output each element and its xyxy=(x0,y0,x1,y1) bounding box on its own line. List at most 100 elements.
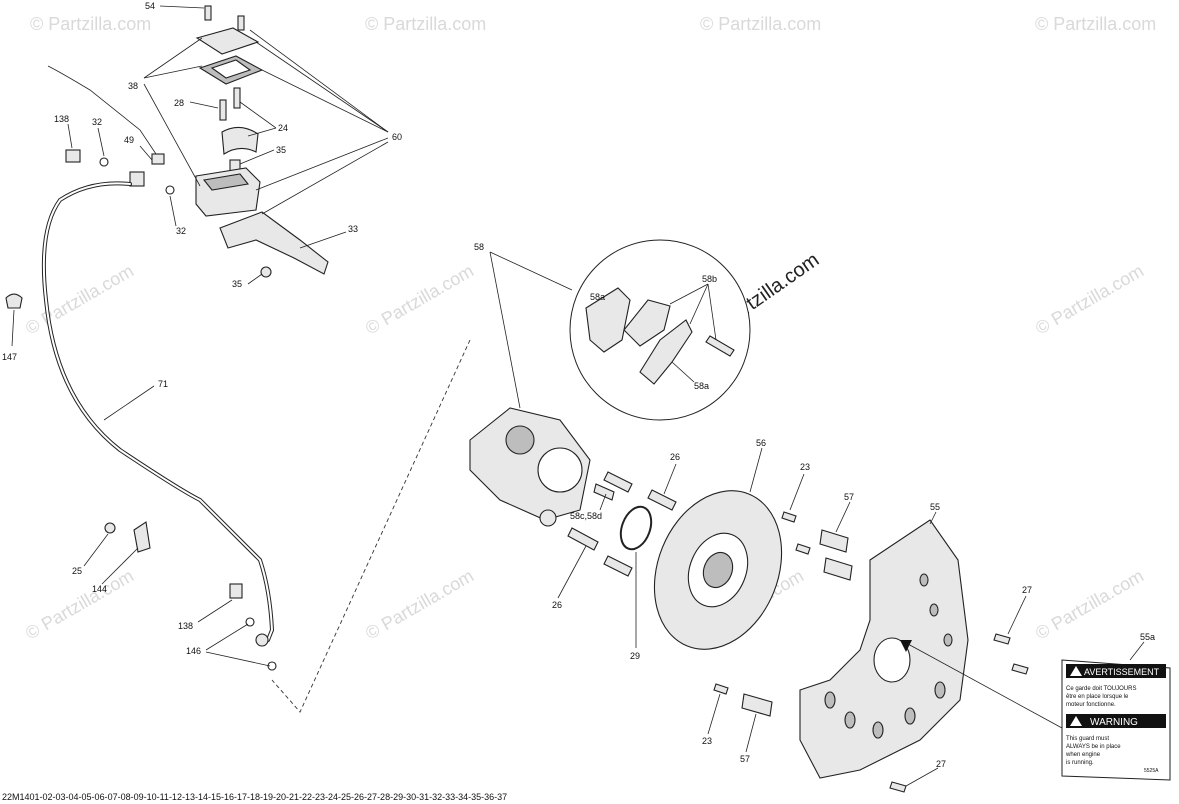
caliper-bolt xyxy=(567,527,599,551)
spacer-part xyxy=(819,529,849,553)
callout-138: 138 xyxy=(54,114,69,124)
screw-part xyxy=(993,633,1011,645)
callout-146: 146 xyxy=(186,646,201,656)
callout-33: 33 xyxy=(348,224,358,234)
callout-54: 54 xyxy=(145,1,155,11)
label-fr-line2: être en place lorsque le xyxy=(1066,694,1129,700)
screw-part xyxy=(1011,663,1029,675)
callout-49: 49 xyxy=(124,135,134,145)
callout-58c-58d: 58c,58d xyxy=(570,511,602,521)
washer-part xyxy=(165,185,175,195)
caliper-mount xyxy=(537,447,583,493)
guard-slot xyxy=(929,603,939,617)
screw-part xyxy=(237,15,245,31)
label-fr-line3: moteur fonctionne. xyxy=(1066,702,1116,708)
watermark-text: © Partzilla.com xyxy=(30,14,151,34)
callout-55: 55 xyxy=(930,502,940,512)
guard-slot xyxy=(934,681,946,699)
master-cylinder-body xyxy=(195,167,261,217)
callout-28: 28 xyxy=(174,98,184,108)
callout-71: 71 xyxy=(158,379,168,389)
brake-lever xyxy=(219,211,329,275)
brake-pad xyxy=(639,319,693,385)
label-avertissement: AVERTISSEMENT xyxy=(1084,667,1160,677)
pad-spring xyxy=(623,299,671,347)
label-en-line2: ALWAYS be in place xyxy=(1066,744,1121,750)
warning-triangle-icon xyxy=(1070,666,1082,676)
caliper-bolt xyxy=(647,489,677,511)
nut-part xyxy=(260,266,272,278)
watermark-text: © Partzilla.com xyxy=(22,565,137,643)
label-en-line1: This guard must xyxy=(1066,736,1109,742)
screw-part xyxy=(219,99,227,121)
watermark-text: © Partzilla.com xyxy=(362,565,477,643)
guard-slot xyxy=(824,691,836,709)
screw-part xyxy=(233,87,241,109)
bleeder-screw xyxy=(593,483,615,501)
washer-part xyxy=(99,157,109,167)
clamp-part xyxy=(221,126,259,155)
hose-line-inner xyxy=(42,182,274,641)
brake-disc xyxy=(653,490,783,650)
switch-wire xyxy=(47,65,161,161)
callout-58b: 58b xyxy=(702,274,717,284)
callout-25: 25 xyxy=(72,566,82,576)
clip-part xyxy=(5,293,23,309)
label-code: 5525A xyxy=(1144,768,1159,774)
callout-23: 23 xyxy=(702,736,712,746)
washer-part xyxy=(267,661,277,671)
callout-38: 38 xyxy=(128,81,138,91)
guard-slot xyxy=(904,707,916,725)
callout-32: 32 xyxy=(92,117,102,127)
banjo-fitting xyxy=(255,633,269,647)
callout-55a: 55a xyxy=(1140,632,1155,642)
callout-35: 35 xyxy=(276,145,286,155)
spacer-part xyxy=(823,557,853,581)
banjo-bolt xyxy=(229,583,243,599)
pad-pin xyxy=(705,335,735,357)
screw-part xyxy=(781,511,797,523)
watermark-text: © Partzilla.com xyxy=(1035,14,1156,34)
callout-57: 57 xyxy=(844,492,854,502)
brake-pad-detail xyxy=(569,239,751,421)
callout-58a: 58a xyxy=(590,292,605,302)
callout-58a: 58a xyxy=(694,381,709,391)
diagram-code: 22M1401-02-03-04-05-06-07-08-09-10-11-12… xyxy=(2,792,507,802)
caliper-bolt xyxy=(603,555,633,577)
screw-part xyxy=(795,543,811,555)
label-header-bg xyxy=(1066,664,1166,678)
callout-147: 147 xyxy=(2,352,17,362)
disc-guard xyxy=(799,519,969,779)
callout-60: 60 xyxy=(392,132,402,142)
callout-23: 23 xyxy=(800,462,810,472)
callout-57: 57 xyxy=(740,754,750,764)
leader-lines xyxy=(11,5,1145,787)
switch-part xyxy=(151,153,165,165)
guard-slot xyxy=(844,711,856,729)
callout-35: 35 xyxy=(232,279,242,289)
callout-32: 32 xyxy=(176,226,186,236)
watermark-text: © Partzilla.com xyxy=(365,14,486,34)
callout-24: 24 xyxy=(278,123,288,133)
callout-26: 26 xyxy=(552,600,562,610)
label-en-line3: when engine xyxy=(1065,752,1101,758)
o-ring xyxy=(619,505,653,551)
caliper-ear xyxy=(539,509,557,527)
watermark-text: © Partzilla.com xyxy=(1032,565,1147,643)
callout-138: 138 xyxy=(178,621,193,631)
disc-spline xyxy=(702,551,734,589)
hose-clip xyxy=(133,521,151,553)
diaphragm-inner xyxy=(210,59,252,79)
banjo-fitting xyxy=(129,171,145,187)
assembly-outline xyxy=(271,339,471,713)
callout-29: 29 xyxy=(630,651,640,661)
watermark-text: © Partzilla.com xyxy=(362,260,477,338)
label-warning: WARNING xyxy=(1090,717,1138,728)
warning-triangle-icon xyxy=(1070,716,1082,726)
caliper-bolt xyxy=(603,471,633,493)
banjo-bolt xyxy=(65,149,81,163)
callout-26: 26 xyxy=(670,452,680,462)
watermark-text: © Partzilla.com xyxy=(22,260,137,338)
arrow-mark xyxy=(900,640,912,652)
